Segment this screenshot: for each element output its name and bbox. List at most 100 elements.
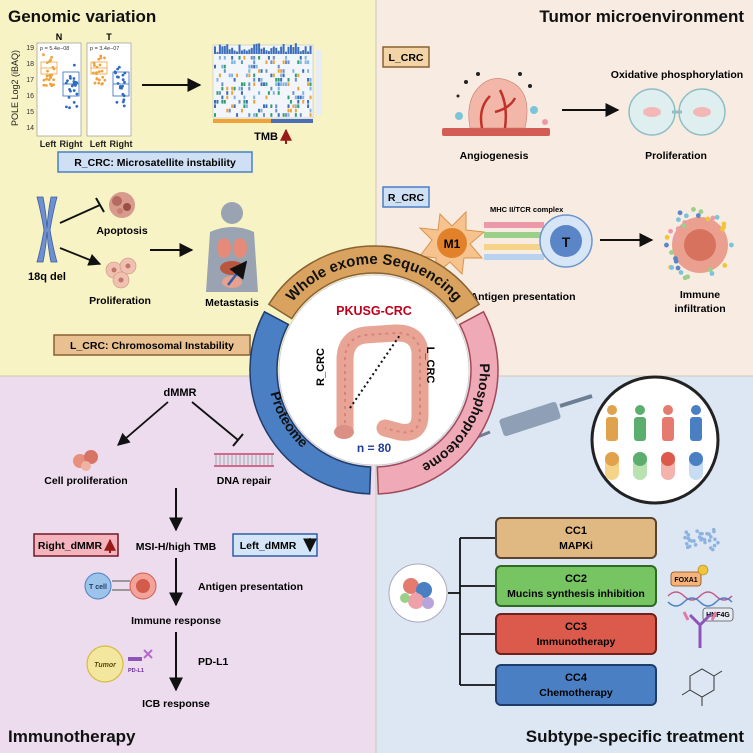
- arc-phosphoproteome: [376, 310, 499, 495]
- cc-id-label: CC2: [565, 573, 587, 585]
- pdl1-tag: PD-L1: [128, 668, 144, 674]
- chromosome-icon: [36, 196, 58, 263]
- antigen-presentation-tme: Antigen presentation: [470, 291, 575, 303]
- immune-infiltration-icon: [664, 206, 734, 281]
- center-donut: Whole exome Sequencing Proteome Phosphop…: [249, 245, 499, 495]
- angiogenesis-label: Angiogenesis: [460, 150, 529, 162]
- msi-tmb-label: MSI-H/high TMB: [136, 541, 217, 553]
- svg-text:T cell: T cell: [89, 584, 107, 591]
- immune-response-label: Immune response: [131, 615, 221, 627]
- pdl1-label: PD-L1: [198, 656, 228, 668]
- p-value-t: p = 3.4e−07: [90, 46, 119, 52]
- cohort-label: PKUSG-CRC: [336, 304, 412, 318]
- cc-box-4: [495, 664, 657, 706]
- metastasis-label: Metastasis: [205, 297, 259, 309]
- angiogenesis-icon: [442, 72, 550, 136]
- ytick: 18: [26, 61, 34, 68]
- scatter-t: [90, 54, 130, 108]
- xtick-left-n: Left: [40, 139, 57, 149]
- chemo-molecule-icon: [681, 668, 723, 706]
- arc-proteome: [249, 310, 372, 495]
- lcrc-center-label: L_CRC: [424, 347, 436, 384]
- chr-18q-label: 18q del: [28, 271, 66, 283]
- tme-rcrc-tag: [382, 186, 430, 208]
- title-genomic: Genomic variation: [8, 7, 156, 26]
- cell-proliferation-icon: [73, 450, 98, 471]
- apoptosis-cell-icon: [109, 192, 135, 218]
- title-tme: Tumor microenvironment: [539, 7, 744, 26]
- apoptosis-label: Apoptosis: [96, 225, 147, 237]
- hnf4g-label: HNF4G: [706, 612, 730, 619]
- mhc-label: MHC II/TCR complex: [490, 205, 564, 214]
- t-cell-label: T: [562, 234, 571, 250]
- t-cell-icon: [539, 214, 593, 268]
- panel-t-label: T: [106, 32, 112, 42]
- n-count-label: n = 80: [357, 441, 392, 455]
- tme-lcrc-tag-label: L_CRC: [388, 52, 423, 64]
- drug-capsule-icons: [605, 452, 703, 480]
- cc-treatment-label: Chemotherapy: [539, 687, 613, 699]
- title-immuno: Immunotherapy: [8, 727, 136, 746]
- pole-boxplot: POLE Log2 (iBAQ) 19 18 17 16 15 14 N p =…: [10, 32, 133, 149]
- msi-box: [57, 151, 253, 173]
- cin-box: [53, 334, 251, 356]
- m1-label: M1: [444, 237, 461, 251]
- dmmr-label: dMMR: [164, 387, 197, 399]
- ytick: 14: [26, 125, 34, 132]
- ytick: 19: [26, 45, 34, 52]
- cc-treatment-label: Mucins synthesis inhibition: [507, 588, 645, 600]
- tme-lcrc-tag: [382, 46, 430, 68]
- ytick: 16: [26, 93, 34, 100]
- proliferation-label-tme: Proliferation: [645, 150, 707, 162]
- cc-id-label: CC3: [565, 621, 587, 633]
- tumor-pdl1-icon: Tumor PD-L1: [86, 645, 153, 683]
- xtick-right-n: Right: [60, 139, 83, 149]
- cc-treatment-label: MAPKi: [559, 540, 593, 552]
- subtype-tree: [448, 537, 496, 686]
- cc-id-label: CC1: [565, 525, 587, 537]
- cc-box-3: [495, 613, 657, 655]
- cell-prolif-label: Cell proliferation: [44, 475, 127, 487]
- patient-icons: [606, 405, 702, 441]
- immune-label-2: infiltration: [674, 303, 725, 315]
- left-dmmr-label: Left_dMMR: [240, 540, 297, 552]
- cc-id-label: CC4: [565, 672, 588, 684]
- arrow-dmmr-to-prolif: [117, 401, 169, 446]
- cc-treatment-label: Immunotherapy: [537, 636, 616, 648]
- arc-wes: [267, 245, 481, 320]
- rcrc-center-label: R_CRC: [315, 348, 327, 386]
- panel-n-label: N: [56, 32, 63, 42]
- cin-box-label: L_CRC: Chromosomal Instability: [70, 340, 234, 352]
- antigen-presentation-immuno: Antigen presentation: [198, 581, 303, 593]
- inhibit-apoptosis: [59, 204, 101, 224]
- tme-rcrc-tag-label: R_CRC: [388, 192, 425, 204]
- antigen-presentation-icon: T cell: [84, 572, 157, 600]
- tumor-tag: Tumor: [94, 662, 117, 669]
- oncoplot-heatmap: [212, 43, 322, 123]
- mapki-dots-icon: [683, 527, 720, 552]
- foxa1-label: FOXA1: [674, 577, 697, 584]
- msi-box-label: R_CRC: Microsatellite instability: [74, 157, 236, 169]
- proliferation-label-genomic: Proliferation: [89, 295, 151, 307]
- patients-drugs-circle: [590, 375, 720, 505]
- immune-label-1: Immune: [680, 289, 720, 301]
- mhc-tcr-complex-icon: [484, 222, 544, 260]
- foxa1-hnf4g-icon: FOXA1 HNF4G: [667, 564, 734, 622]
- xtick-left-t: Left: [90, 139, 107, 149]
- cc-box-1: [495, 517, 657, 559]
- title-subtype: Subtype-specific treatment: [526, 727, 745, 746]
- colon-icon: [334, 324, 429, 441]
- p-value-n: p = 5.4e−08: [40, 46, 69, 52]
- inhibit-dna-repair: [191, 401, 239, 441]
- tmb-label: TMB: [254, 131, 278, 143]
- oxphos-label: Oxidative phosphorylation: [611, 69, 743, 81]
- icb-response-label: ICB response: [142, 698, 210, 710]
- right-dmmr-box: [33, 533, 119, 557]
- left-dmmr-box: [232, 533, 318, 557]
- right-dmmr-label: Right_dMMR: [38, 540, 103, 552]
- ytick: 15: [26, 109, 34, 116]
- proliferation-cell-icon: [105, 257, 137, 289]
